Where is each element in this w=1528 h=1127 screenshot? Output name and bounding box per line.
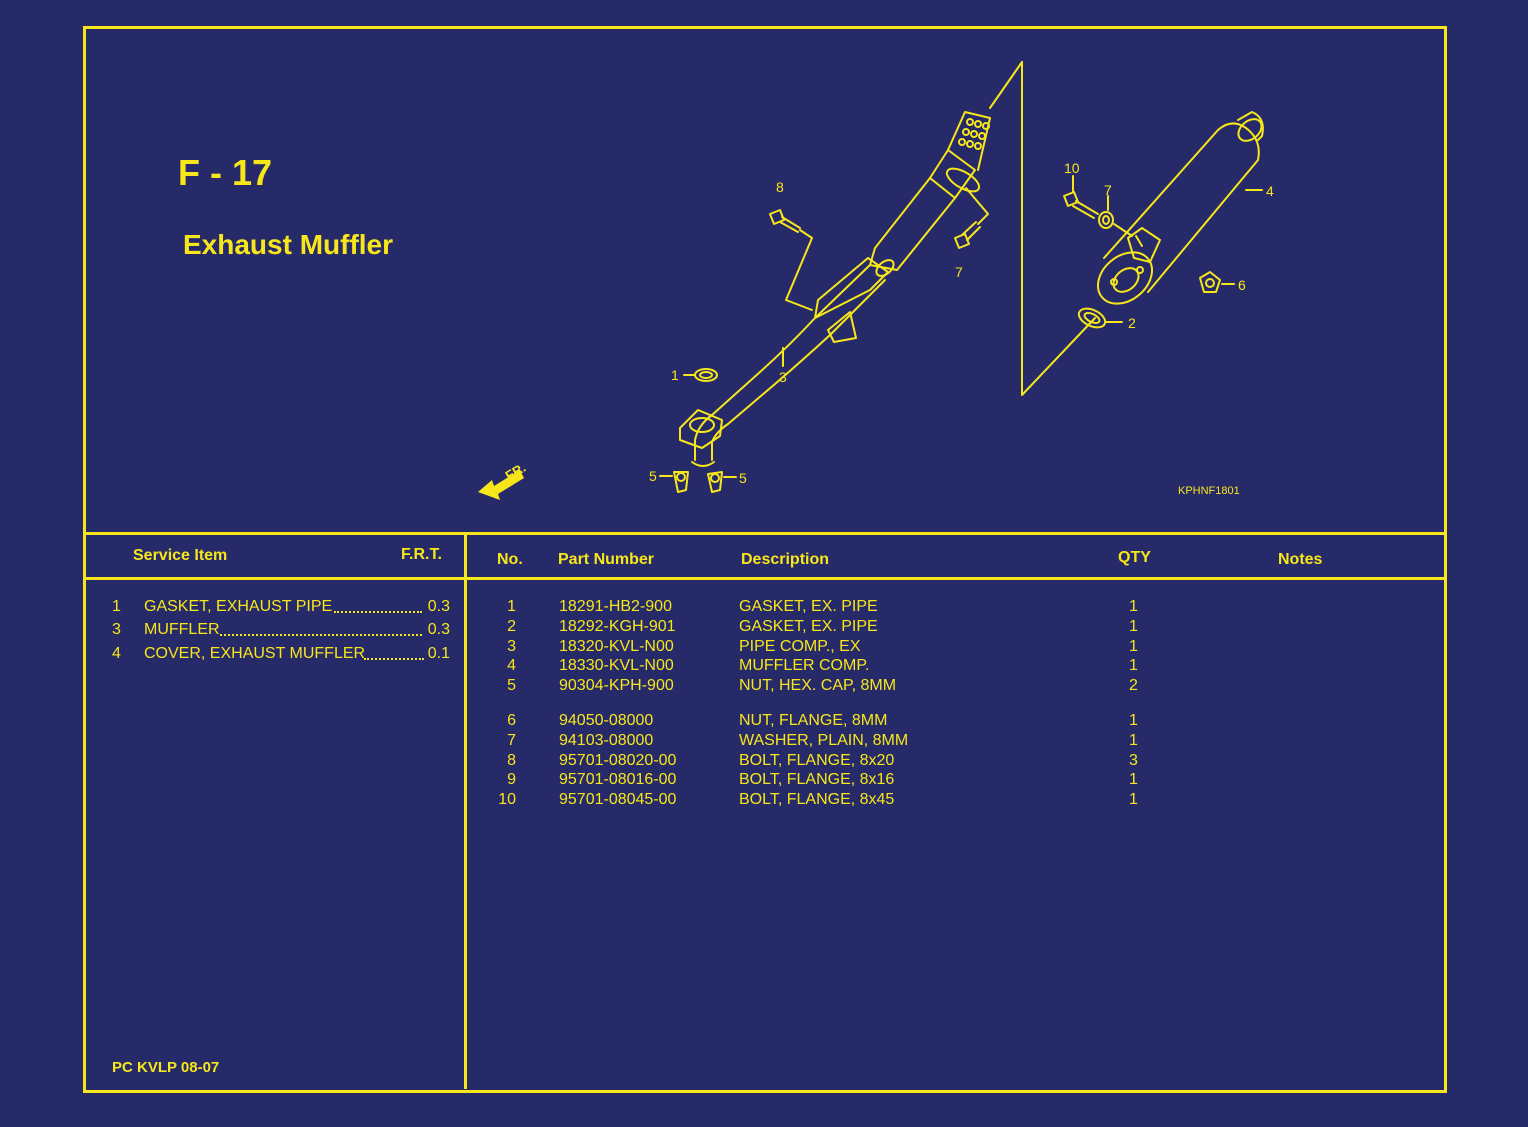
nut-5-shapes: [659, 471, 737, 493]
part-description: PIPE COMP., EX: [739, 638, 861, 655]
header-divider: [83, 577, 1444, 580]
callout-8: 7: [955, 264, 963, 280]
part-number: 18320-KVL-N00: [559, 638, 674, 655]
callout-10: 10: [1064, 160, 1080, 176]
part-number: 18291-HB2-900: [559, 598, 672, 615]
part-description: BOLT, FLANGE, 8x45: [739, 791, 895, 808]
part-description: GASKET, EX. PIPE: [739, 618, 878, 635]
part-description: GASKET, EX. PIPE: [739, 598, 878, 615]
part-qty: 1: [1129, 598, 1138, 615]
catalog-code: PC KVLP 08-07: [112, 1059, 220, 1076]
exhaust-diagram: [478, 61, 1264, 500]
service-name: COVER, EXHAUST MUFFLER: [144, 645, 366, 662]
part-no: 4: [507, 657, 516, 674]
assembly-divider-line: [1021, 61, 1096, 396]
figure-id: F - 17: [178, 152, 273, 193]
part-description: BOLT, FLANGE, 8x20: [739, 752, 895, 769]
figure-title: Exhaust Muffler: [183, 229, 394, 260]
callout-2: 2: [1128, 315, 1136, 331]
service-no: 4: [112, 645, 121, 662]
part-description: NUT, HEX. CAP, 8MM: [739, 677, 897, 694]
service-frt: 0.3: [427, 621, 450, 638]
service-row: 3 MUFFLER 0.3: [112, 621, 450, 641]
part-description: WASHER, PLAIN, 8MM: [739, 732, 909, 749]
service-no: 3: [112, 621, 121, 638]
part-number: 94050-08000: [559, 712, 654, 729]
service-row: 1 GASKET, EXHAUST PIPE 0.3: [112, 598, 450, 618]
callout-6: 6: [1238, 277, 1246, 293]
part-number: 18292-KGH-901: [559, 618, 676, 635]
callout-9: 8: [776, 179, 784, 195]
front-arrow-icon: [478, 470, 524, 500]
part-no: 5: [507, 677, 516, 694]
diagram-divider: [83, 532, 1444, 535]
service-name: MUFFLER: [144, 621, 220, 638]
bolt-8-shape: [954, 187, 989, 249]
page-frame: [83, 26, 1447, 1093]
callout-4: 4: [1266, 183, 1274, 199]
part-qty: 2: [1129, 677, 1138, 694]
exhaust-pipe-shape: [679, 111, 991, 467]
nut-6-shape: [1199, 271, 1235, 293]
muffler-shape: [1097, 111, 1264, 305]
part-qty: 1: [1129, 657, 1138, 674]
part-description: BOLT, FLANGE, 8x16: [739, 771, 895, 788]
frt-header: F.R.T.: [401, 546, 442, 563]
leader-dots: [220, 634, 422, 636]
service-item-header: Service Item: [133, 547, 228, 564]
part-number-header: Part Number: [558, 551, 655, 568]
part-number: 95701-08016-00: [559, 771, 677, 788]
part-qty: 1: [1129, 618, 1138, 635]
bolt-9-shape: [769, 209, 813, 311]
part-number: 95701-08045-00: [559, 791, 677, 808]
qty-header: QTY: [1118, 549, 1151, 566]
column-divider: [464, 532, 467, 1089]
part-qty: 1: [1129, 712, 1138, 729]
part-no: 3: [507, 638, 516, 655]
gasket-1-shape: [694, 368, 718, 382]
part-number: 90304-KPH-900: [559, 677, 674, 694]
part-no: 9: [507, 771, 516, 788]
part-no: 1: [507, 598, 516, 615]
callout-3: 3: [779, 369, 787, 385]
leader-dots: [334, 611, 422, 613]
part-qty: 1: [1129, 791, 1138, 808]
no-header: No.: [497, 551, 523, 568]
part-qty: 1: [1129, 638, 1138, 655]
callout-7: 7: [1104, 182, 1112, 198]
service-no: 1: [112, 598, 121, 615]
part-description: NUT, FLANGE, 8MM: [739, 712, 888, 729]
bolt-10-washer-7-shapes: [1063, 175, 1133, 237]
part-number: 18330-KVL-N00: [559, 657, 674, 674]
part-no: 6: [507, 712, 516, 729]
drawing-code: KPHNF1801: [1178, 485, 1240, 497]
service-row: 4 COVER, EXHAUST MUFFLER 0.1: [112, 645, 450, 665]
part-description: MUFFLER COMP.: [739, 657, 870, 674]
callout-5-left: 5: [649, 468, 657, 484]
callout-5-right: 5: [739, 470, 747, 486]
service-frt: 0.1: [427, 645, 450, 662]
part-no: 7: [507, 732, 516, 749]
part-qty: 1: [1129, 771, 1138, 788]
description-header: Description: [741, 551, 830, 568]
part-no: 10: [498, 791, 516, 808]
part-number: 94103-08000: [559, 732, 654, 749]
service-name: GASKET, EXHAUST PIPE: [144, 598, 333, 615]
part-qty: 3: [1129, 752, 1138, 769]
part-number: 95701-08020-00: [559, 752, 677, 769]
notes-header: Notes: [1278, 551, 1323, 568]
callout-1: 1: [671, 367, 679, 383]
part-no: 8: [507, 752, 516, 769]
service-frt: 0.3: [427, 598, 450, 615]
part-no: 2: [507, 618, 516, 635]
leader-dots: [364, 658, 424, 660]
part-qty: 1: [1129, 732, 1138, 749]
gasket-2-shape: [1077, 307, 1123, 329]
